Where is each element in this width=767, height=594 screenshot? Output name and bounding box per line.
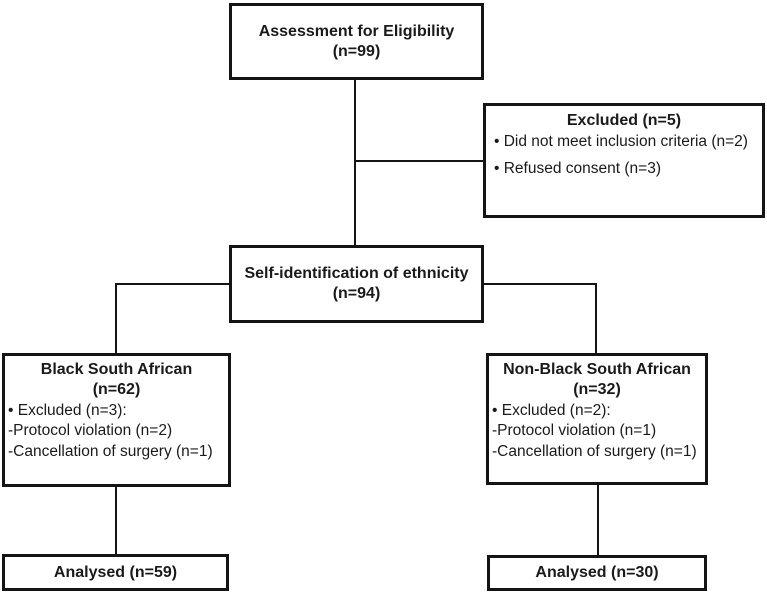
assessment-title: Assessment for Eligibility xyxy=(258,22,455,40)
assessment-box: Assessment for Eligibility (n=99) xyxy=(229,3,484,80)
connector-ethnicity-left-horizontal xyxy=(115,283,230,285)
excluded-box: Excluded (n=5) • Did not meet inclusion … xyxy=(483,103,765,218)
connector-ethnicity-right-horizontal xyxy=(483,283,597,285)
analysed-nonblack-box: Analysed (n=30) xyxy=(487,555,707,591)
excluded-title: Excluded (n=5) xyxy=(566,112,682,129)
nonblack-group-title: Non-Black South African xyxy=(503,361,691,378)
connector-branch-to-excluded xyxy=(355,160,484,162)
black-group-count: (n=62) xyxy=(92,381,141,398)
black-group-title: Black South African xyxy=(40,361,193,378)
connector-ethnicity-right-vertical xyxy=(595,283,597,354)
ethnicity-box: Self-identification of ethnicity (n=94) xyxy=(229,245,484,323)
ethnicity-count: (n=94) xyxy=(332,285,381,302)
excluded-item: • Refused consent (n=3) xyxy=(494,160,661,178)
nonblack-group-item: -Protocol violation (n=1) xyxy=(492,422,657,440)
connector-assessment-to-ethnicity xyxy=(354,79,356,246)
connector-nonblack-to-analysed xyxy=(597,484,599,556)
nonblack-group-item: • Excluded (n=2): xyxy=(492,402,611,419)
black-group-item: • Excluded (n=3): xyxy=(8,402,127,419)
analysed-nonblack-label: Analysed (n=30) xyxy=(535,564,659,581)
excluded-item: • Did not meet inclusion criteria (n=2) xyxy=(494,133,748,150)
analysed-black-box: Analysed (n=59) xyxy=(2,554,229,591)
black-group-box: Black South African (n=62) • Excluded (n… xyxy=(2,353,231,487)
connector-ethnicity-left-vertical xyxy=(115,283,117,354)
nonblack-group-box: Non-Black South African (n=32) • Exclude… xyxy=(486,353,708,485)
black-group-item: -Protocol violation (n=2) xyxy=(8,422,173,440)
analysed-black-label: Analysed (n=59) xyxy=(53,563,178,581)
assessment-count: (n=99) xyxy=(332,42,381,60)
connector-black-to-analysed xyxy=(115,486,117,555)
nonblack-group-item: -Cancellation of surgery (n=1) xyxy=(492,442,697,460)
black-group-item: -Cancellation of surgery (n=1) xyxy=(8,442,213,460)
ethnicity-title: Self-identification of ethnicity xyxy=(244,265,469,282)
nonblack-group-count: (n=32) xyxy=(573,381,621,398)
